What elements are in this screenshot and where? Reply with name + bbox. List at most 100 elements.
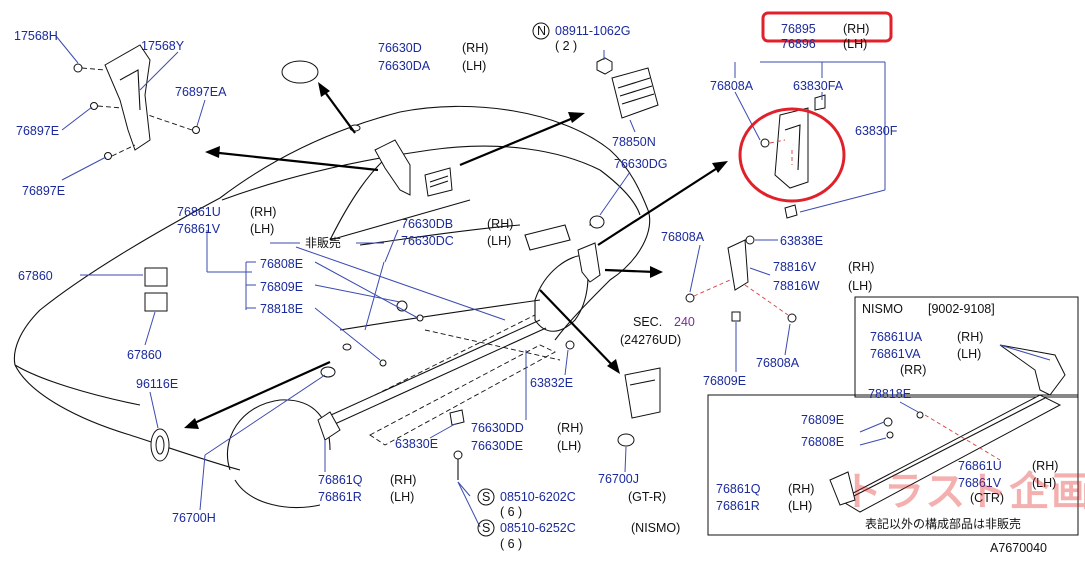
clip-63832E-shape — [565, 340, 575, 350]
label-rr: (RR) — [900, 363, 926, 377]
label-63832E: 63832E — [530, 376, 573, 390]
label-96116E: 96116E — [136, 377, 178, 391]
label-76630D: 76630D — [378, 41, 422, 55]
label-76630DB: 76630DB — [401, 217, 453, 231]
car-body-outline — [13, 105, 651, 509]
screw-76897E-b-shape — [104, 152, 112, 160]
screw-76897E-a-shape — [90, 102, 98, 110]
label-08510-6252C: 08510-6252C — [500, 521, 576, 535]
label-24276UD: (24276UD) — [620, 333, 681, 347]
plug-76630DG-shape — [589, 215, 605, 229]
mudflap-76895-shape — [760, 94, 826, 219]
label-qty-6-b: ( 6 ) — [500, 537, 522, 551]
label-76861U: 76861U — [177, 205, 221, 219]
label-76630DE: 76630DE — [471, 439, 523, 453]
label-rh-1: (RH) — [462, 41, 488, 55]
s-badge-2: S — [482, 521, 490, 535]
clip-63830E-shape — [449, 409, 465, 426]
label-76897EA: 76897EA — [175, 85, 227, 99]
label-lh-4: (LH) — [848, 279, 872, 293]
label-76897E-b: 76897E — [22, 184, 65, 198]
label-76630DA: 76630DA — [378, 59, 431, 73]
sill-76861Q-shape — [317, 411, 341, 441]
label-76808A-low: 76808A — [756, 356, 800, 370]
label-lh-1: (LH) — [462, 59, 486, 73]
label-76861U-nismo: 76861U — [958, 459, 1002, 473]
label-rh-9: (RH) — [788, 482, 814, 496]
watermark-logo: トラスト企画 — [842, 469, 1085, 515]
label-gtr: (GT-R) — [628, 490, 666, 504]
label-diagram-id: A7670040 — [990, 541, 1047, 555]
label-not-sold: 非販売 — [305, 235, 341, 250]
label-63830E: 63830E — [395, 437, 438, 451]
label-76861UA: 76861UA — [870, 330, 923, 344]
label-nismo-tag: (NISMO) — [631, 521, 680, 535]
bracket-on-car-shape — [374, 139, 411, 196]
label-63830F: 63830F — [855, 124, 898, 138]
label-78816W: 78816W — [773, 279, 820, 293]
block-67860-b-shape — [144, 292, 168, 312]
label-67860-a: 67860 — [18, 269, 53, 283]
label-sec: SEC. — [633, 315, 662, 329]
s-badge-circle-1 — [477, 488, 495, 506]
block-67860-a-shape — [144, 267, 168, 287]
mudguard-on-car-shape — [577, 242, 601, 283]
s-badge-circle-2 — [477, 519, 495, 537]
label-footnote: 表記以外の構成部品は非販売 — [865, 516, 1021, 531]
label-76861V-nismo: 76861V — [958, 476, 1002, 490]
label-76809E-nismo: 76809E — [801, 413, 844, 427]
label-76809E: 76809E — [260, 280, 303, 294]
label-rh-5: (RH) — [557, 421, 583, 435]
label-lh-6: (LH) — [390, 490, 414, 504]
bracket-17568Y-shape — [104, 44, 151, 151]
label-rh-8: (RH) — [1032, 459, 1058, 473]
label-nismo-range: [9002-9108] — [928, 302, 995, 316]
label-76861Q-nismo: 76861Q — [716, 482, 761, 496]
label-76808E-nismo: 76808E — [801, 435, 844, 449]
screw-78818E-shape — [379, 359, 387, 367]
label-rh-2: (RH) — [250, 205, 276, 219]
cover-76630D-shape — [281, 60, 319, 84]
label-78818E: 78818E — [260, 302, 303, 316]
label-76861R: 76861R — [318, 490, 362, 504]
label-ctr: (CTR) — [970, 491, 1004, 505]
label-76861Q: 76861Q — [318, 473, 363, 487]
label-sec-240: 240 — [674, 315, 695, 329]
label-lh-7: (LH) — [957, 347, 981, 361]
label-rh-7: (RH) — [957, 330, 983, 344]
label-17568Y: 17568Y — [141, 39, 185, 53]
nut-08911-shape — [596, 57, 613, 75]
label-76861VA: 76861VA — [870, 347, 921, 361]
label-76896: 76896 — [781, 37, 816, 51]
label-08510-6202C: 08510-6202C — [500, 490, 576, 504]
label-76630DD: 76630DD — [471, 421, 524, 435]
label-nismo-title: NISMO — [862, 302, 903, 316]
highlight-circle-mudflap — [738, 107, 846, 203]
cover-76700J-shape — [617, 367, 661, 447]
leader-lines — [55, 35, 886, 528]
callout-arrows — [184, 82, 728, 429]
label-76630DG: 76630DG — [614, 157, 668, 171]
label-76630DC: 76630DC — [401, 234, 454, 248]
label-qty-6-a: ( 6 ) — [500, 505, 522, 519]
vent-78850N-shape — [611, 67, 659, 119]
cap-76700H-shape — [320, 366, 336, 378]
label-78850N: 78850N — [612, 135, 656, 149]
bracket-78816V-shape — [685, 235, 797, 323]
label-08911-1062G: 08911-1062G — [555, 24, 631, 38]
label-qty-2: ( 2 ) — [555, 39, 577, 53]
label-67860-b: 67860 — [127, 348, 162, 362]
label-rh-3: (RH) — [487, 217, 513, 231]
nismo-sill-shape — [829, 344, 1066, 513]
label-rh-4: (RH) — [848, 260, 874, 274]
label-76861R-nismo: 76861R — [716, 499, 760, 513]
label-lh-76896: (LH) — [843, 37, 867, 51]
label-76700H: 76700H — [172, 511, 216, 525]
n-badge-circle — [532, 22, 550, 40]
label-rh-6: (RH) — [390, 473, 416, 487]
label-lh-2: (LH) — [250, 222, 274, 236]
label-76808A-top: 76808A — [710, 79, 754, 93]
label-76700J: 76700J — [598, 472, 639, 486]
label-63830FA: 63830FA — [793, 79, 844, 93]
